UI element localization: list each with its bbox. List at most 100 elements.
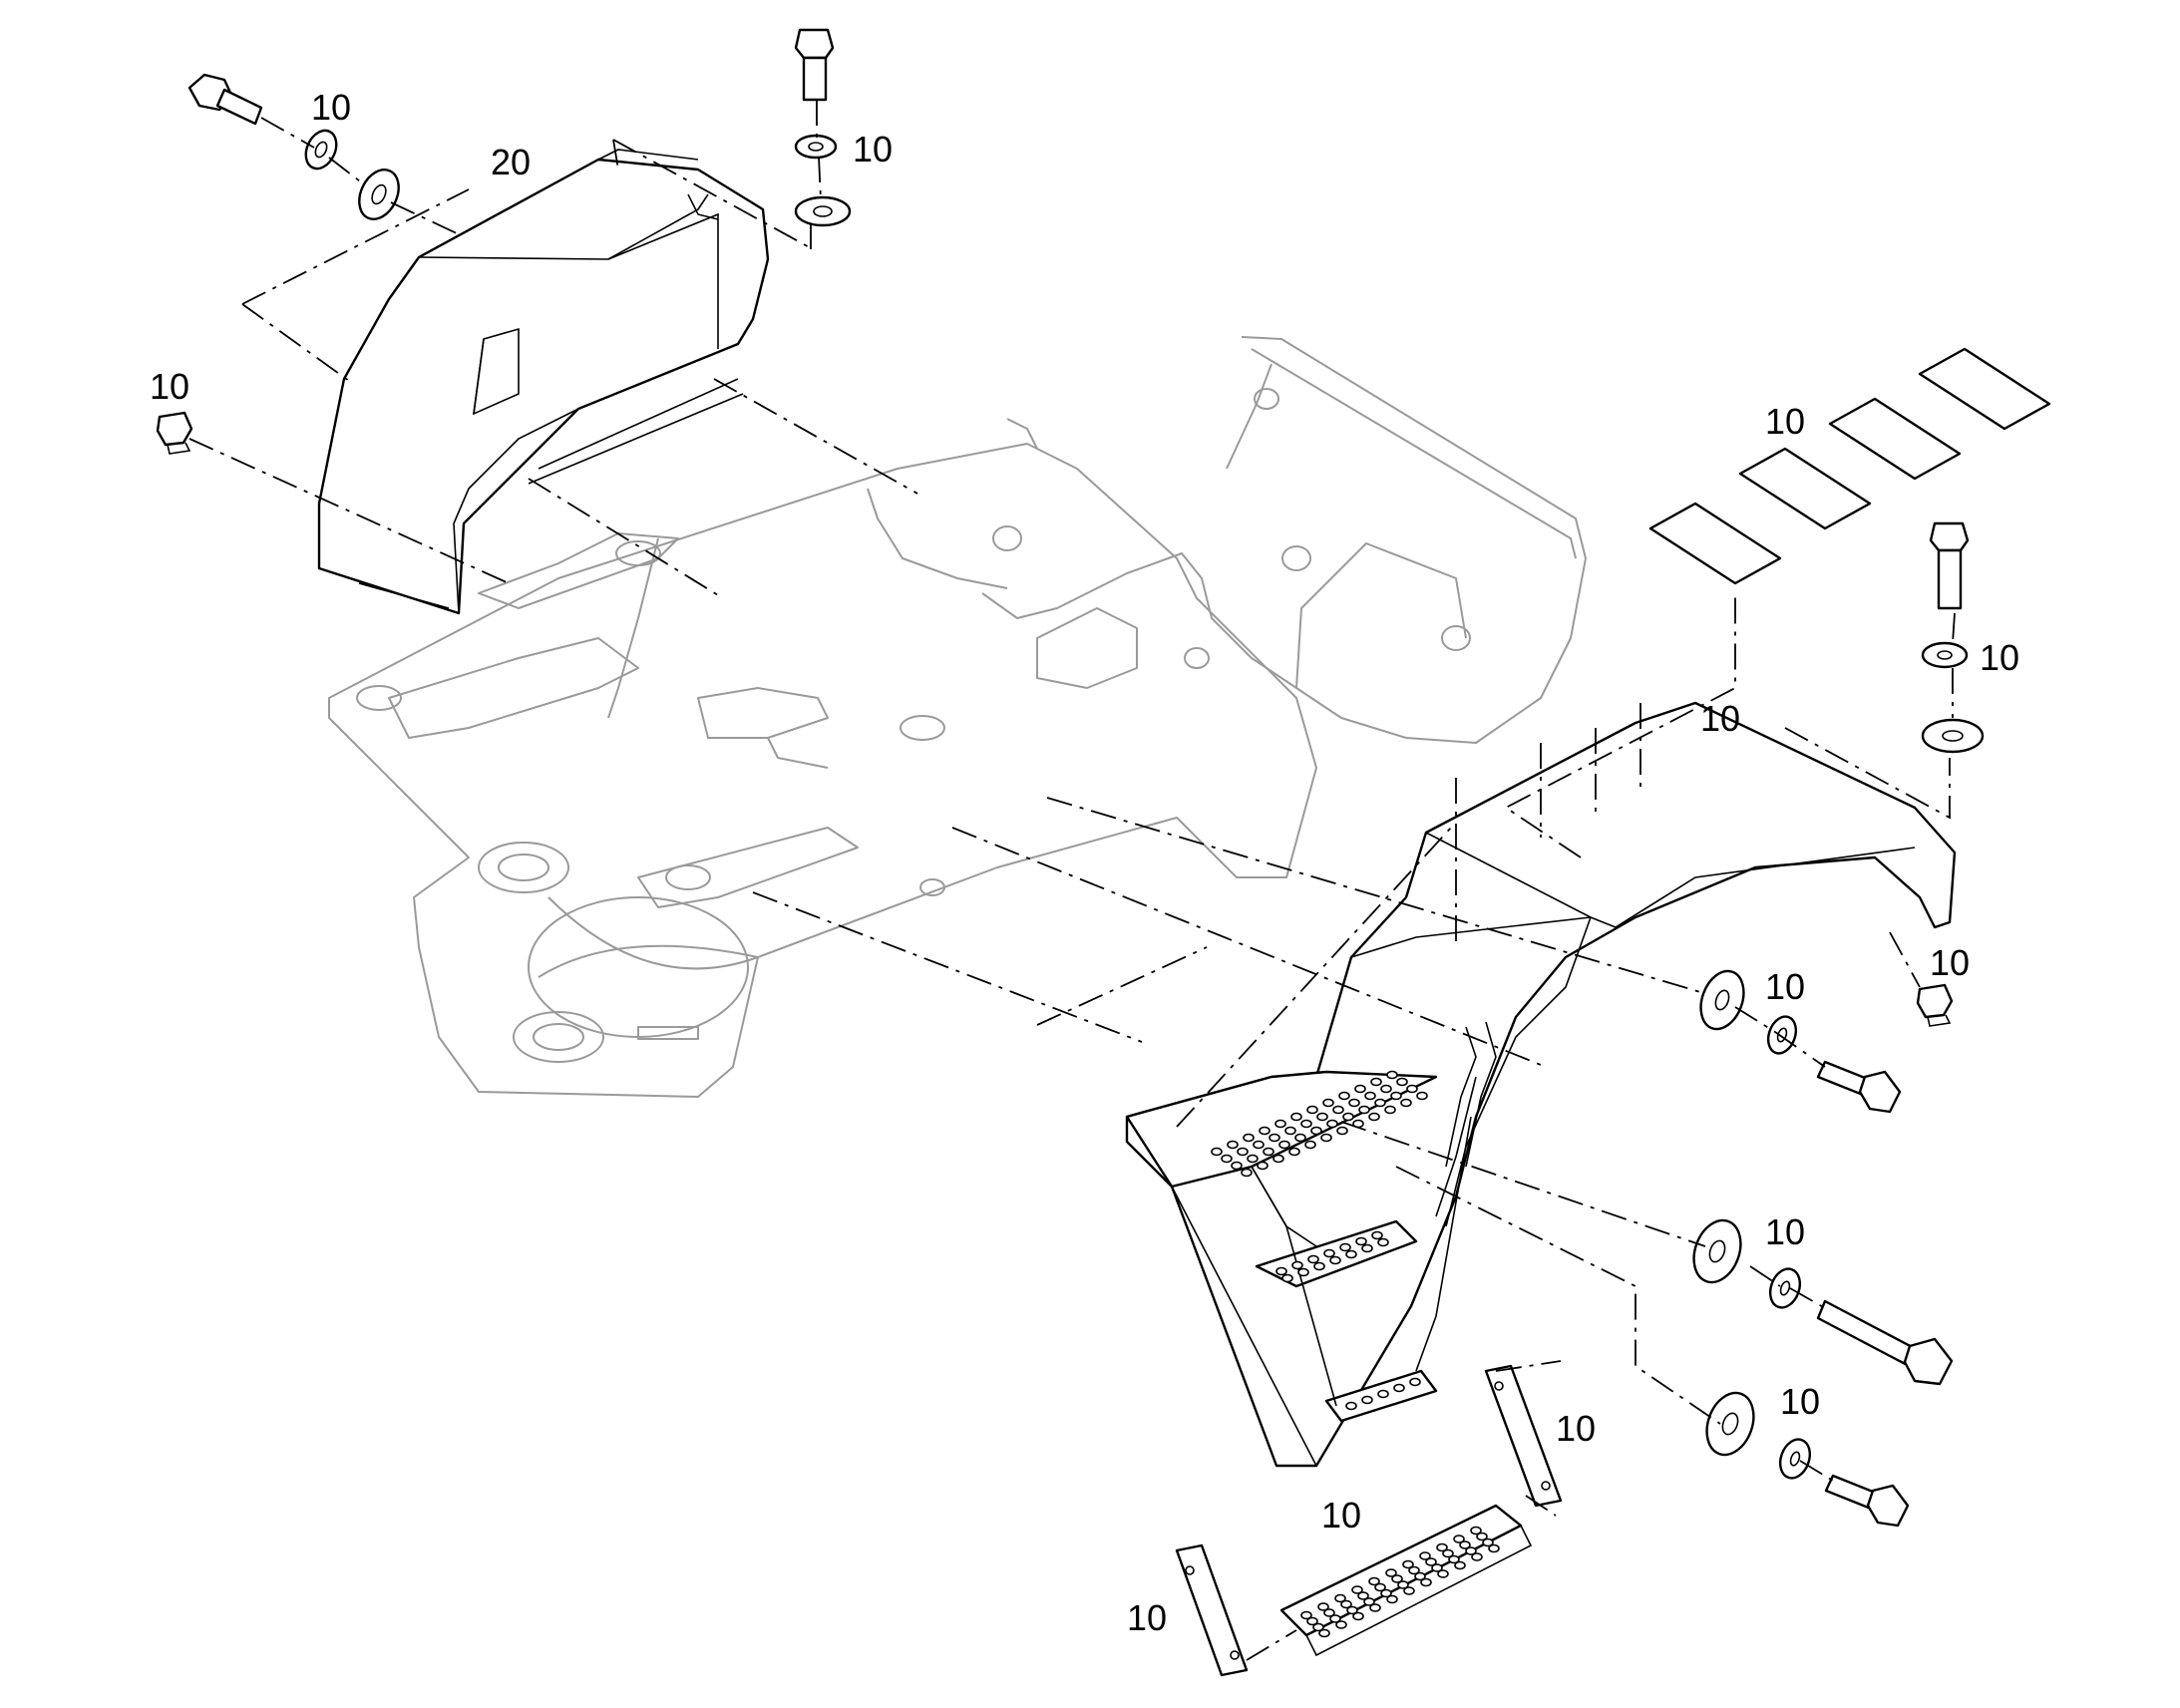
perforation-hole — [1335, 1620, 1347, 1629]
step-fender-assembly — [1125, 701, 1957, 1468]
callout-label: 10 — [1321, 1495, 1361, 1536]
perforation-hole — [1320, 1133, 1332, 1143]
perforation-hole — [1431, 1563, 1443, 1572]
callout-label: 10 — [1765, 1211, 1805, 1252]
perforation-hole — [1322, 1098, 1334, 1108]
perforation-hole — [1400, 1098, 1412, 1108]
washer-top-left-large — [358, 169, 400, 220]
perforation-hole — [1454, 1560, 1466, 1570]
perforation-hole — [1380, 1084, 1392, 1094]
perforation-hole — [1211, 1147, 1223, 1157]
perforation-hole — [1237, 1147, 1249, 1157]
washer-right-2-small — [1768, 1267, 1802, 1309]
washer-right-3-small — [1778, 1438, 1812, 1480]
tread-perforations — [1211, 1070, 1428, 1411]
perforation-hole — [1274, 1119, 1286, 1129]
washer-right-3-large — [1705, 1391, 1755, 1457]
callout-labels: 10 10 20 10 10 10 10 10 10 10 10 10 10 1… — [150, 87, 2019, 1638]
perforation-hole — [1288, 1147, 1300, 1157]
perforation-hole — [1257, 1161, 1269, 1171]
perforation-hole — [1269, 1133, 1280, 1143]
perforation-hole — [1436, 1542, 1448, 1552]
perforation-hole — [1374, 1582, 1386, 1592]
perforation-hole — [1243, 1133, 1255, 1143]
perforation-hole — [1354, 1084, 1366, 1094]
perforation-hole — [1361, 1243, 1373, 1253]
plug-right — [1916, 983, 1954, 1027]
perforation-hole — [1409, 1377, 1421, 1387]
perforation-hole — [1364, 1091, 1376, 1101]
perforation-hole — [1380, 1588, 1392, 1598]
perforation-hole — [1340, 1599, 1352, 1609]
callout-label: 10 — [150, 366, 189, 407]
perforation-hole — [1393, 1383, 1405, 1393]
perforation-hole — [1318, 1628, 1330, 1638]
washer-right-1-small — [1766, 1015, 1798, 1055]
perforation-hole — [1402, 1559, 1414, 1569]
perforation-hole — [1281, 1273, 1293, 1283]
perforation-hole — [1488, 1543, 1500, 1553]
callout-label: 10 — [1765, 966, 1805, 1007]
perforation-hole — [1459, 1540, 1471, 1549]
perforation-hole — [1307, 1254, 1319, 1264]
wear-pads — [1648, 347, 2051, 585]
washer-top-center-large — [794, 195, 852, 227]
washer-top-left-small — [304, 129, 338, 171]
callout-label: 10 — [1765, 401, 1805, 442]
perforation-hole — [1284, 1126, 1296, 1136]
perforation-hole — [1355, 1236, 1367, 1246]
perforation-hole — [1384, 1105, 1396, 1115]
washer-right-upper-small — [1921, 641, 1969, 669]
perforation-hole — [1370, 1077, 1382, 1087]
perforation-hole — [1348, 1098, 1360, 1108]
perforation-hole — [1351, 1585, 1363, 1594]
plug-left — [156, 411, 193, 455]
perforation-hole — [1336, 1126, 1348, 1136]
perforation-hole — [1294, 1133, 1306, 1143]
perforation-hole — [1312, 1622, 1324, 1632]
perforation-hole — [1300, 1119, 1312, 1129]
bolt-right-3 — [1824, 1474, 1910, 1528]
perforation-hole — [1386, 1594, 1398, 1604]
perforation-hole — [1247, 1154, 1259, 1164]
perforation-hole — [1470, 1526, 1482, 1536]
perforation-hole — [1304, 1140, 1316, 1150]
perforation-hole — [1386, 1070, 1398, 1080]
perforation-hole — [1275, 1266, 1287, 1276]
perforation-hole — [1390, 1091, 1402, 1101]
perforation-hole — [1278, 1140, 1290, 1150]
perforation-hole — [1465, 1546, 1477, 1555]
perforation-hole — [1253, 1140, 1265, 1150]
perforation-hole — [1377, 1389, 1389, 1399]
perforation-hole — [1397, 1580, 1409, 1589]
perforation-hole — [1227, 1140, 1239, 1150]
perforation-hole — [1332, 1105, 1344, 1115]
washer-right-1-large — [1699, 969, 1745, 1031]
washer-right-2-large — [1692, 1218, 1742, 1284]
washer-top-center-small — [794, 134, 838, 160]
callout-label: 10 — [1556, 1408, 1596, 1449]
callout-label: 20 — [491, 142, 531, 182]
perforation-hole — [1272, 1154, 1284, 1164]
loose-step-tread — [1279, 1504, 1533, 1657]
perforation-hole — [1385, 1568, 1397, 1577]
perforation-hole — [1403, 1586, 1415, 1595]
perforation-hole — [1323, 1248, 1335, 1258]
perforation-hole — [1346, 1605, 1358, 1615]
callout-label: 10 — [1700, 698, 1740, 739]
perforation-hole — [1317, 1602, 1329, 1611]
perforation-hole — [1369, 1603, 1381, 1612]
perforation-hole — [1352, 1611, 1364, 1621]
perforation-hole — [1414, 1571, 1426, 1581]
perforation-hole — [1339, 1242, 1351, 1252]
perforation-hole — [1334, 1593, 1346, 1603]
bolt-right-upper — [1929, 521, 1970, 610]
perforation-hole — [1368, 1112, 1380, 1122]
perforation-hole — [1221, 1154, 1233, 1164]
perforation-hole — [1338, 1091, 1350, 1101]
perforation-hole — [1306, 1105, 1318, 1115]
callout-label: 10 — [311, 87, 351, 128]
perforation-hole — [1368, 1576, 1380, 1586]
perforation-hole — [1300, 1610, 1312, 1620]
